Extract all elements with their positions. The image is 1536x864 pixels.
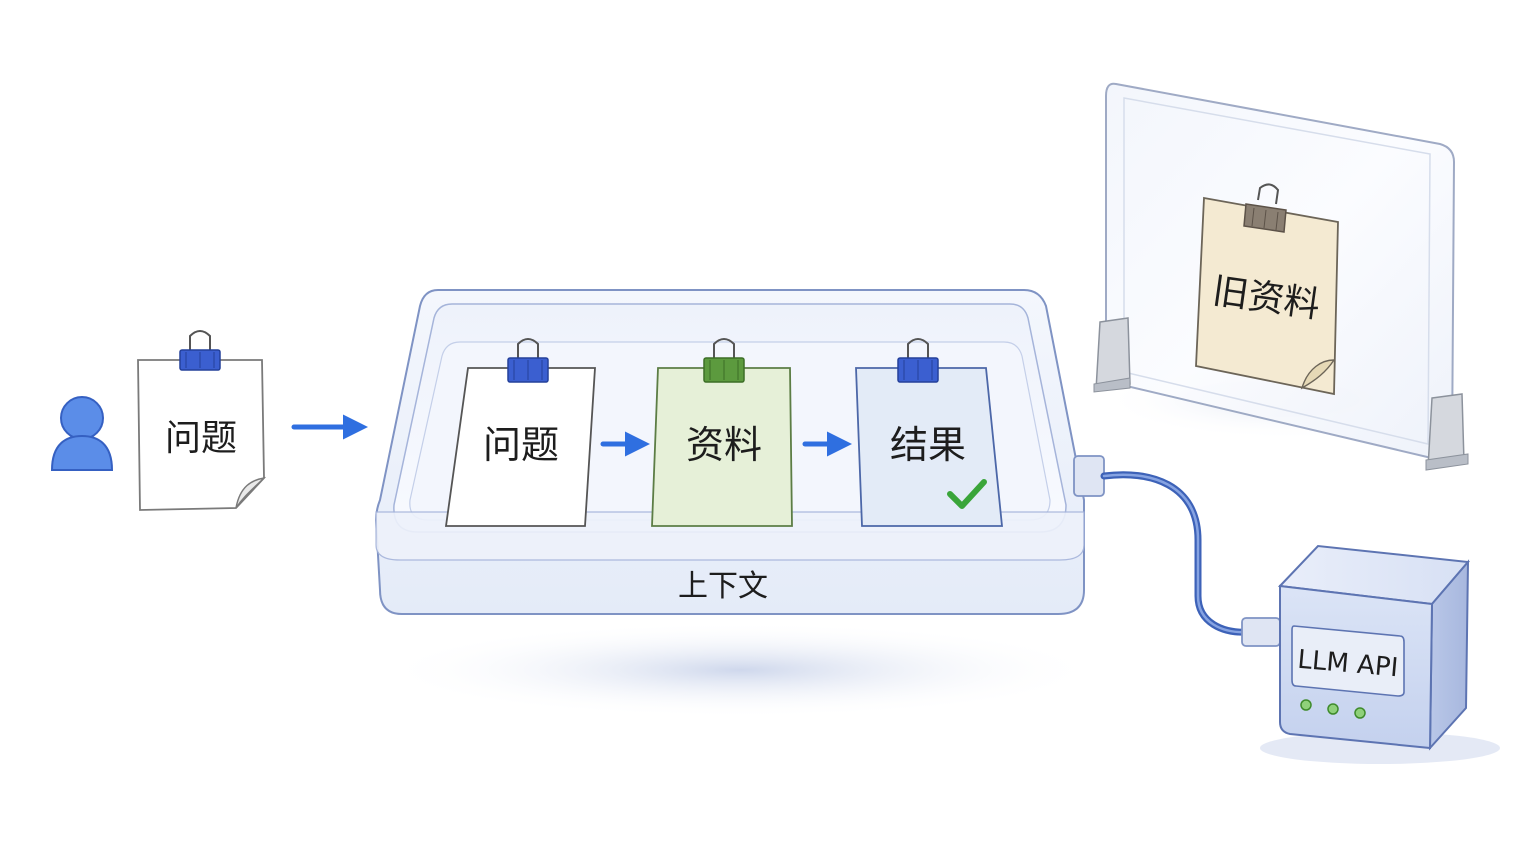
api-box-shadow: [1260, 732, 1500, 764]
status-light-icon: [1300, 699, 1312, 711]
checkmark-icon: [947, 479, 987, 509]
user-avatar-icon: [50, 396, 114, 471]
context-card-result: 结果: [855, 338, 1003, 527]
binder-clip-icon: [897, 338, 939, 383]
card-material-label: 资料: [686, 423, 762, 467]
user-question-note: 问题: [137, 330, 267, 511]
binder-clip-icon: [703, 338, 745, 383]
glass-stand-left: [1093, 317, 1131, 393]
context-card-question: 问题: [444, 338, 596, 527]
llm-api-box: LLM API: [1277, 544, 1470, 751]
tray-shadow: [380, 622, 1100, 718]
status-light-icon: [1354, 707, 1366, 719]
card-result-label: 结果: [890, 423, 966, 467]
binder-clip-icon: [507, 338, 549, 383]
status-light-icon: [1327, 703, 1339, 715]
user-question-label: 问题: [165, 418, 237, 459]
context-tray-label: 上下文: [678, 569, 768, 604]
cable-connector: [1073, 455, 1281, 647]
context-card-material: 资料: [651, 338, 793, 527]
binder-clip-icon: [179, 330, 221, 371]
glass-stand-right: [1425, 393, 1469, 471]
card-question-label: 问题: [483, 423, 559, 467]
binder-clip-icon: [1243, 183, 1287, 233]
old-material-card: 旧资料: [1195, 183, 1339, 396]
